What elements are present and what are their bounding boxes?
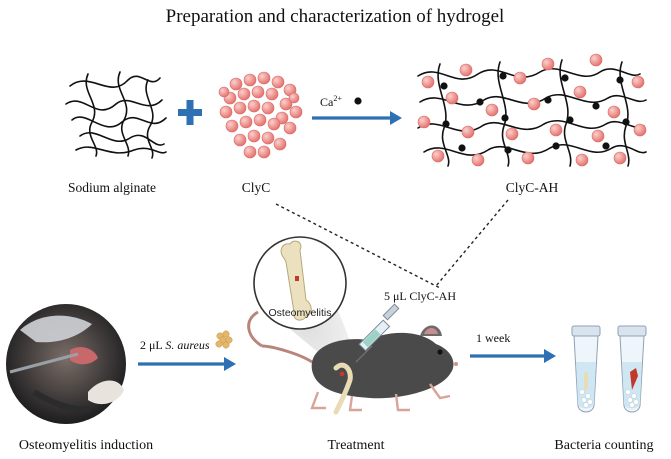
- plus-icon: [178, 100, 202, 125]
- calcium-label: Ca2+: [320, 94, 342, 109]
- calcium-ion-icon: [354, 97, 362, 105]
- syringe-icon: [355, 303, 400, 363]
- label-osteomyelitis: Osteomyelitis: [268, 307, 331, 319]
- dashed-connector-clyc: [275, 203, 441, 289]
- label-step-counting: Bacteria counting: [554, 438, 653, 453]
- surgery-photo: [6, 304, 126, 424]
- label-one-week: 1 week: [476, 331, 510, 345]
- inoculum-label: 2 μL S. aureus: [140, 338, 210, 352]
- one-week-arrow: [470, 349, 556, 363]
- tube-icon-2: [617, 325, 647, 413]
- dashed-connector-clyc-ah: [435, 199, 509, 287]
- label-step-induction: Osteomyelitis induction: [19, 438, 153, 453]
- clyc-cluster-icon: [218, 71, 303, 159]
- clyc-ah-network-icon: [417, 53, 647, 167]
- label-sodium-alginate: Sodium alginate: [68, 180, 156, 195]
- bacteria-cluster-icon: [215, 330, 233, 349]
- mouse-icon: [247, 310, 458, 415]
- bone-icon: [280, 240, 312, 321]
- tube-icon-1: [571, 325, 601, 413]
- figure-title: Preparation and characterization of hydr…: [166, 6, 505, 27]
- sodium-alginate-icon: [65, 71, 167, 159]
- label-step-treatment: Treatment: [327, 438, 384, 453]
- label-clyc: ClyC: [242, 180, 271, 195]
- label-clyc-ah: ClyC-AH: [506, 180, 559, 195]
- inoculation-arrow: [138, 357, 236, 371]
- crosslink-arrow: [312, 111, 402, 125]
- label-injection: 5 μL ClyC-AH: [384, 289, 456, 303]
